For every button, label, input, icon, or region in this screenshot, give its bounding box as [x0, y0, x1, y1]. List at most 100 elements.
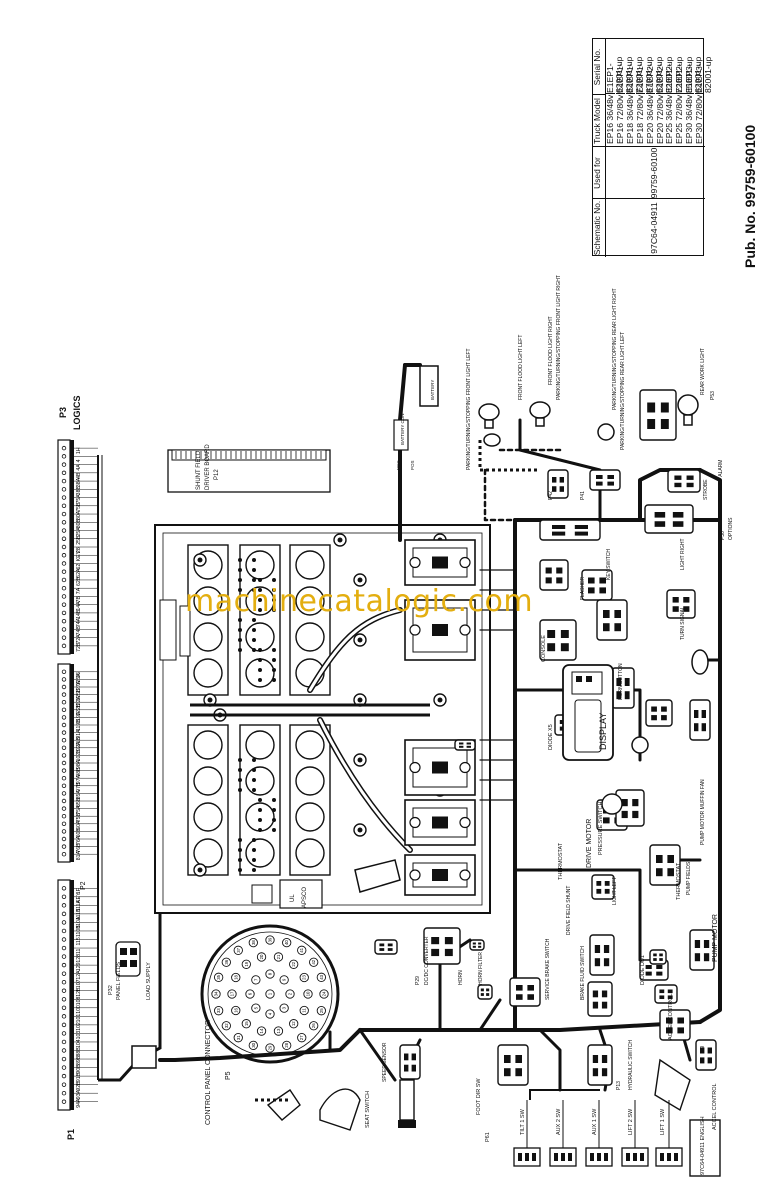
p3-pin-label: 75A: [76, 805, 82, 815]
p1-pin-label: 12A: [76, 970, 82, 980]
table-row-serial: E1EP3-82001-up: [694, 56, 714, 93]
p12-label: P12: [214, 469, 220, 480]
power-contactors: [404, 539, 476, 896]
p3-pin-label: 4A: [76, 464, 82, 471]
p3-pin-label: 72A: [76, 634, 82, 644]
p5-pin-number: 35: [216, 974, 221, 979]
p3-pin-label: 122B: [76, 703, 82, 716]
p3-pin-label: 7A: [76, 587, 82, 594]
used-for: 99759-60100: [605, 146, 705, 199]
p1-pin-label: 90B: [76, 1064, 82, 1074]
p1-pin-label: 101: [76, 1014, 82, 1023]
table-row-model: EP20 72/80v: [654, 93, 665, 145]
p5-pin-number: 26: [311, 1023, 316, 1028]
p5-pin-number: 18: [233, 975, 238, 980]
p1-pin-label: 115: [76, 937, 82, 945]
light-right-label: LIGHT RIGHT: [680, 538, 686, 570]
p3-pin-label: 98A: [76, 759, 82, 769]
p3-pin-label: 80B: [76, 519, 82, 529]
p1-pin-label: 88B: [76, 1047, 82, 1057]
p3-pin-label: 72B: [76, 642, 82, 652]
p5-pin-number: 30: [251, 1042, 256, 1047]
bottom-switches: [513, 1089, 683, 1167]
p53-label: P53: [710, 391, 716, 400]
accel-control-label-2: ACCEL CONTROL: [712, 1083, 718, 1130]
lift2-switch-label: LIFT 2 SW: [628, 1108, 634, 1135]
p5-pin-number: 23: [302, 975, 307, 980]
p5-pin-number: 38: [251, 940, 256, 945]
p5-pin-number: 10: [306, 991, 311, 996]
diode-x5-label: DIODE X5: [548, 724, 554, 750]
p1-pin-label: 108: [76, 996, 82, 1005]
pos-label: POS: [410, 460, 415, 470]
p3-pin-label: 38A: [76, 477, 82, 487]
p3-pin-label: 25A: [76, 527, 82, 537]
p41-label: P41: [580, 491, 586, 500]
p3-pin-label: 85A: [76, 790, 82, 800]
p3-pin-label: 75B: [76, 502, 82, 512]
horn-label: HORN: [458, 970, 464, 985]
p3-pin-label: 16: [76, 672, 82, 678]
p1-pin-label: 91B: [76, 1072, 82, 1082]
table-row-model: EP18 36/48v: [624, 93, 635, 145]
p5-pin-number: 29: [268, 1045, 273, 1050]
p3-pin-label: 14B: [76, 609, 82, 619]
driver-board: [167, 449, 331, 493]
p3-pin-label: 7B: [76, 596, 82, 603]
p3-pin-label: 127A: [76, 680, 82, 693]
tilt-switch-label: TILT 1 SW: [520, 1109, 526, 1135]
flasher-label: FLASHER: [580, 576, 586, 600]
p1-pin-label: 94A: [76, 1098, 82, 1108]
p5-pin-number: 22: [291, 961, 296, 966]
p9-label: P9: [700, 1045, 706, 1052]
pump-motor-label: PUMP MOTOR: [712, 914, 719, 962]
p5-pin-number: 9: [282, 978, 287, 981]
p5-pin-number: 15: [244, 1021, 249, 1026]
neg-label: NEG: [396, 460, 401, 470]
p3-pin-label: 122A: [76, 696, 82, 709]
p3-pin-label: 1H: [76, 447, 82, 454]
parking-front-left-label: PARKING/TURNING/STOPPING FRONT LIGHT LEF…: [466, 348, 472, 470]
connector-p5-plug: [131, 1045, 157, 1069]
back-up-alarm-label: BACK-UP ALARM: [718, 459, 724, 500]
p1-pin-label: 107: [76, 979, 82, 988]
p3-pin-label: 102B: [76, 749, 82, 762]
p3-pin-label: 76B: [76, 843, 82, 853]
front-flood-left-label: FRONT FLOOD LIGHT LEFT: [518, 334, 524, 400]
display-label: DISPLAY: [598, 712, 608, 750]
parking-rear-left-label: PARKING/TURNING/STOPPING REAR LIGHT LEFT: [620, 331, 626, 450]
watermark-text: machinecatalogic.com: [185, 584, 534, 619]
p3-pin-label: 125A: [76, 673, 82, 686]
light-left-label: LIGHT LEFT: [612, 876, 618, 905]
p3-pin-label: 4: [76, 459, 82, 462]
p5-pin-number: 14: [259, 1028, 264, 1033]
p3-pin-label: 98B: [76, 767, 82, 777]
p3-pin-label: 60A: [76, 820, 82, 830]
hydraulic-switch-label: HYDRAULIC SWITCH: [628, 1039, 634, 1090]
logics-label: LOGICS: [72, 395, 82, 430]
publication-number: Pub. No. 99759-60100: [742, 124, 758, 268]
p3-pin-label: KEY: [76, 550, 82, 561]
table-row-model: EP25 72/80v: [674, 93, 685, 145]
table-row-model: EP16 72/80v: [614, 93, 626, 145]
p3-pin-label: 25B: [76, 535, 82, 545]
p3-pin-label: 74A: [76, 617, 82, 627]
p5-pin-number: 37: [236, 947, 241, 952]
options-label: OPTIONS: [728, 517, 734, 540]
pump-fields-label: PUMP FIELDS: [686, 861, 692, 895]
controller-panel: [154, 524, 491, 914]
p5-pin-number: 39: [268, 937, 273, 942]
p5-pin-number: 34: [214, 991, 219, 996]
p5-pin-number: 21: [276, 954, 281, 959]
p5-pin-number: 28: [284, 1042, 289, 1047]
p3-pin-label: 80A: [76, 510, 82, 520]
pressure-switch-label: PRESSURE SWITCH: [598, 801, 604, 855]
p3-pin-label: 60B: [76, 828, 82, 838]
p2-label: P2: [80, 881, 87, 890]
p29-label: P29: [415, 976, 421, 985]
apsco-label: APSCO: [302, 886, 308, 908]
console-label: CONSOLE: [541, 635, 547, 662]
p5-pin-number: 19: [244, 961, 249, 966]
p5-pin-number: 3: [282, 1006, 287, 1009]
